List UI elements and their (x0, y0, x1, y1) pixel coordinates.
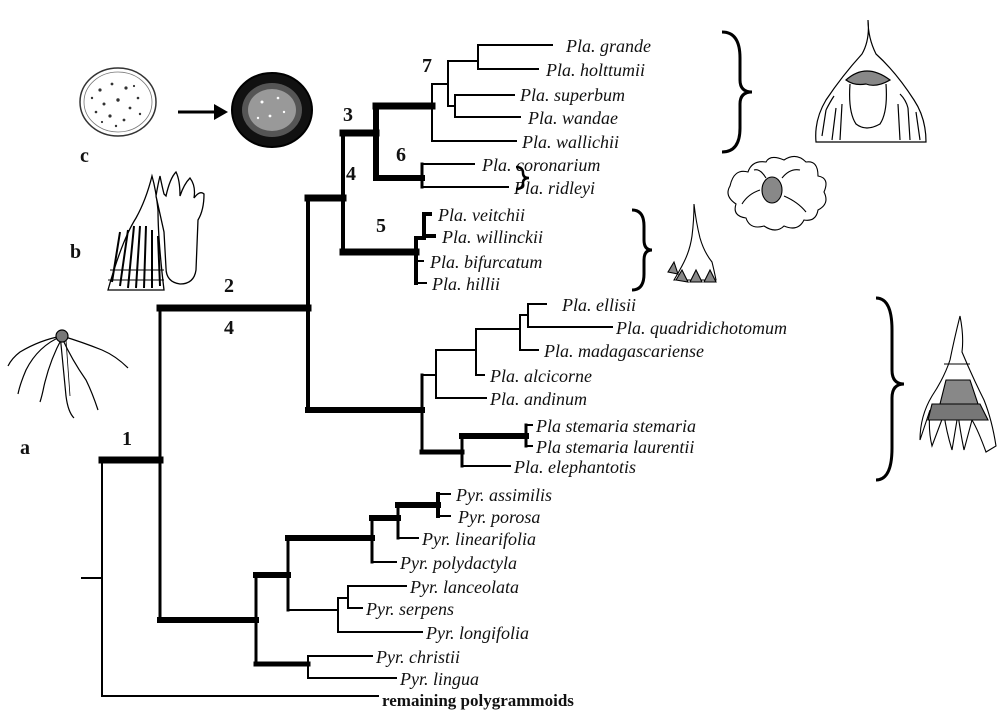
taxon-label: Pla. willinckii (441, 227, 543, 247)
node-label: 4 (224, 317, 234, 339)
taxon-label: Pla. quadridichotomum (615, 318, 787, 338)
taxon-label: Pyr. lanceolata (409, 577, 519, 597)
node-label: 5 (376, 215, 386, 237)
scale-illustration-small (668, 204, 716, 282)
panel-labels: a b c (20, 145, 89, 459)
node-label: 4 (346, 163, 356, 185)
panel-label: a (20, 437, 30, 459)
node-label: 1 (122, 428, 132, 450)
taxon-label: Pla. superbum (519, 85, 625, 105)
taxon-label: Pyr. linearifolia (421, 529, 536, 549)
spore-illustration-c (80, 68, 312, 147)
taxon-label: Pyr. assimilis (455, 485, 552, 505)
taxon-label: Pla. wallichii (521, 132, 619, 152)
taxon-label: Pla. veitchii (437, 205, 525, 225)
panel-label: b (70, 241, 81, 263)
taxon-label: Pla. grande (565, 36, 651, 56)
taxon-label: Pla. bifurcatum (429, 252, 542, 272)
node-label: 6 (396, 144, 406, 166)
taxon-label: Pla. madagascariense (543, 341, 704, 361)
scale-illustration-right (920, 316, 996, 452)
taxon-label: Pyr. longifolia (425, 623, 529, 643)
taxon-label: Pla stemaria stemaria (535, 416, 696, 436)
node-label: 3 (343, 104, 353, 126)
taxon-label: Pyr. christii (375, 647, 460, 667)
taxon-label: Pyr. lingua (399, 669, 479, 689)
taxon-label: Pyr. porosa (457, 507, 540, 527)
taxon-label: Pla. elephantotis (513, 457, 636, 477)
node-label: 2 (224, 275, 234, 297)
panel-label: c (80, 145, 89, 167)
taxon-label: Pla. ellisii (561, 295, 636, 315)
taxon-label: Pla. coronarium (481, 155, 600, 175)
outgroup-label: remaining polygrammoids (382, 691, 574, 710)
taxon-label: Pyr. serpens (365, 599, 454, 619)
scale-illustration-middle (728, 156, 826, 230)
taxon-label: Pla. alcicorne (489, 366, 592, 386)
taxon-label: Pla. andinum (489, 389, 587, 409)
scale-illustration-top (816, 20, 926, 142)
brace-right (722, 32, 752, 152)
rhizome-illustration-a (8, 330, 128, 418)
taxon-label: Pla. ridleyi (513, 178, 595, 198)
taxon-label: Pla stemaria laurentii (535, 437, 694, 457)
taxon-labels: Pla. grande Pla. holttumii Pla. superbum… (365, 36, 787, 710)
brace-right (632, 210, 652, 290)
brace-right (876, 298, 904, 480)
node-label: 7 (422, 55, 432, 77)
taxon-label: Pla. wandae (527, 108, 618, 128)
paraphysis-illustration-b (108, 172, 204, 290)
taxon-label: Pla. hillii (431, 274, 500, 294)
taxon-label: Pyr. polydactyla (399, 553, 517, 573)
taxon-label: Pla. holttumii (545, 60, 645, 80)
